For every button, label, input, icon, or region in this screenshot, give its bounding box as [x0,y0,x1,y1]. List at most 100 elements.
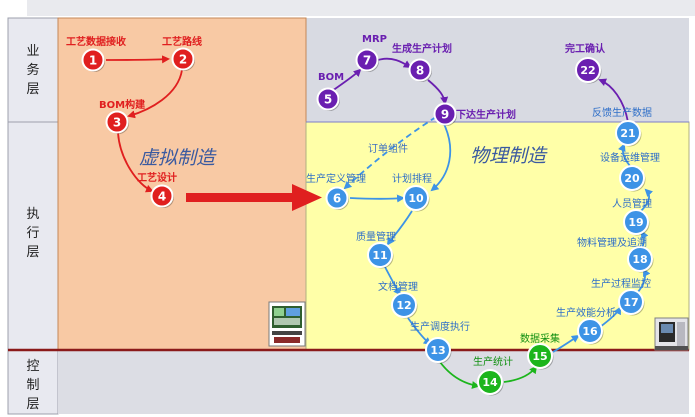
process-node-number: 4 [158,190,166,204]
process-node-label: 生产调度执行 [410,320,470,333]
process-node-label: 工艺设计 [137,171,177,184]
process-node-label: 计划排程 [392,172,432,185]
process-node-circle [627,246,653,272]
edge-9-10 [430,123,452,192]
process-node-number: 20 [624,172,640,185]
svg-text:业: 业 [26,44,39,59]
edge-2-3 [127,69,183,119]
process-node-8: 8 生成生产计划 [392,42,452,82]
edge-9-6 [343,116,437,190]
process-node-number: 18 [632,253,647,266]
workstation-icon [268,301,306,347]
zone-title-virtual: 虚拟制造 [139,147,217,169]
process-node-4: 4 工艺设计 [137,171,177,208]
process-node-number: 17 [623,296,638,309]
process-node-6: 6 生产定义管理 [306,172,366,210]
layer-label-control: 控 制 层 [26,359,39,412]
process-node-label: MRP [362,34,387,45]
process-node-number: 12 [396,299,411,312]
process-node-circle [171,47,195,71]
process-node-circle [325,186,349,210]
process-node-number: 6 [333,192,341,206]
process-node-18: 18 物料管理及追溯 [577,236,654,273]
edge-7-8 [377,57,412,69]
edge-3-4 [117,132,154,193]
process-node-label: 文档管理 [378,280,418,293]
edge-19-20 [639,188,654,213]
process-node-label: 数据采集 [520,332,560,345]
process-node-10: 10 计划排程 [392,172,432,212]
top-strip [27,0,695,16]
edge-13-14 [439,361,480,389]
process-node-number: 14 [482,376,498,389]
process-node-circle [618,289,644,315]
process-node-number: 15 [532,350,547,363]
process-node-label: 下达生产计划 [456,108,516,121]
edge-8-9 [427,79,449,105]
edge-14-15 [503,365,538,383]
process-node-circle [577,318,603,344]
process-node-label: 设备运维管理 [600,151,660,164]
process-node-label: 生产定义管理 [306,172,366,185]
process-node-label: 反馈生产数据 [592,106,652,119]
process-node-circle [527,343,553,369]
edge-11-12 [384,266,402,296]
process-node-21: 21 反馈生产数据 [592,106,652,147]
process-node-circle [391,292,417,318]
svg-text:制: 制 [26,378,39,393]
svg-text:层: 层 [26,245,39,260]
process-node-circle [81,48,105,72]
edge-label-order: 订单组件 [368,142,408,155]
process-node-7: 7 MRP [355,34,387,72]
process-node-number: 10 [408,192,424,205]
edge-20-21 [618,143,631,167]
layer-label-business: 业 务 层 [26,44,39,97]
process-node-circle [150,184,174,208]
process-node-label: 质量管理 [356,230,396,243]
process-node-label: 人员管理 [612,197,652,210]
cnc-machine-icon [654,317,689,351]
process-node-circle [425,337,451,363]
process-node-number: 7 [363,54,371,68]
svg-text:层: 层 [26,397,39,412]
process-node-label: 工艺路线 [162,35,202,48]
svg-text:务: 务 [26,62,39,78]
edge-21-22 [598,78,629,123]
svg-text:控: 控 [26,359,39,374]
svg-text:层: 层 [26,82,39,97]
process-node-circle [623,209,649,235]
process-node-number: 2 [179,53,187,67]
process-node-circle [403,185,429,211]
layer-label-execution: 执 行 层 [26,207,39,260]
process-node-circle [433,102,457,126]
process-node-circle [615,120,641,146]
process-node-label: BOM构建 [99,98,146,111]
process-node-9: 9 下达生产计划 [433,102,516,126]
process-node-circle [316,87,340,111]
process-node-20: 20 设备运维管理 [600,151,660,192]
layer-column [7,17,59,415]
process-node-label: 物料管理及追溯 [577,236,647,249]
edge-5-7 [331,68,362,92]
zone-title-physical: 物理制造 [470,145,548,167]
process-node-number: 8 [416,64,424,78]
edge-1-2 [105,55,170,64]
process-node-number: 9 [441,108,449,122]
process-node-number: 22 [580,64,595,77]
process-node-label: 工艺数据接收 [66,35,126,48]
process-node-label: 生成生产计划 [392,42,452,55]
svg-text:行: 行 [26,226,39,241]
virtual-zone [57,17,307,351]
process-node-number: 1 [89,54,97,68]
process-node-number: 21 [620,127,635,140]
